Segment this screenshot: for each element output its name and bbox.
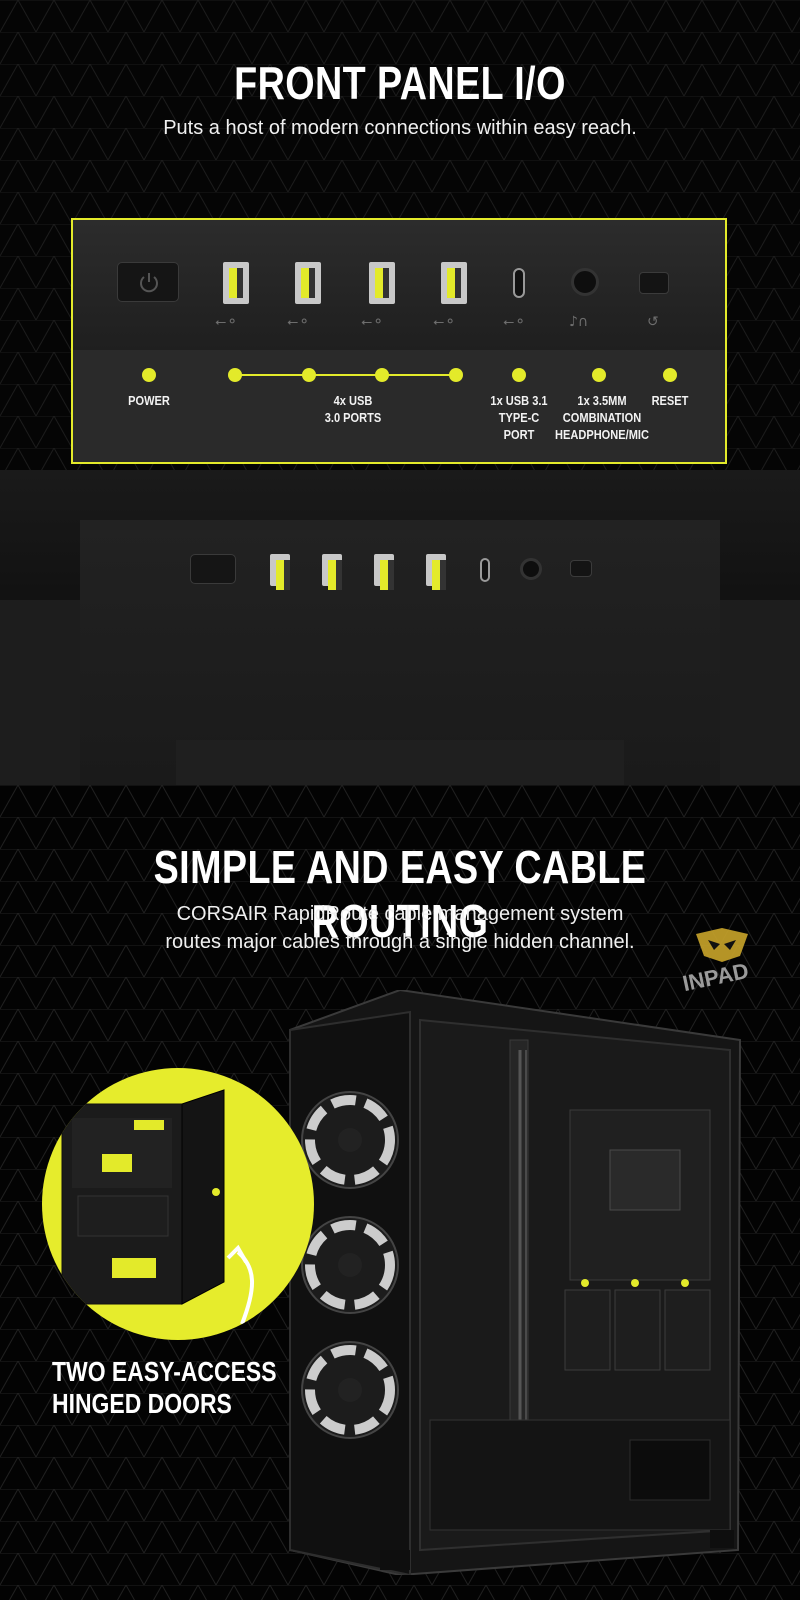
usb-marker [375,368,389,382]
hinged-doors-callout [42,1068,314,1340]
usbc-label-line2: TYPE-C [498,410,540,425]
usb-symbol-icon: ⭠⚬ [433,314,456,330]
headphone-mic-icon: ♪∩ [569,314,589,330]
usbc-marker [512,368,526,382]
power-icon [140,273,158,293]
case-usb-port [374,554,394,590]
reset-label: RESET [651,393,689,408]
case-render-graphic [289,988,742,1577]
audio-jack [571,268,599,296]
jack-label-line3: HEADPHONE/MIC [555,427,649,442]
front-io-zoom-box: ⭠⚬ ⭠⚬ ⭠⚬ ⭠⚬ ⭠⚬ ♪∩ ↺ POWER 4x USB 3.0 POR… [71,218,727,464]
jack-label: 1x 3.5MM COMBINATION HEADPHONE/MIC [552,392,652,443]
usb-symbol-icon: ⭠⚬ [361,314,384,330]
power-marker [142,368,156,382]
front-panel-section: FRONT PANEL I/O Puts a host of modern co… [0,0,800,785]
case-usb-port [322,554,342,590]
case-power-button [190,554,236,584]
io-label-row: POWER 4x USB 3.0 PORTS 1x USB 3.1 TYPE-C… [73,350,725,462]
usbc-label-line1: 1x USB 3.1 [490,393,548,408]
case-top-render [0,470,800,785]
usb-label: 4x USB 3.0 PORTS [302,392,404,426]
jack-label-line1: 1x 3.5MM [577,393,627,408]
usb-port-4 [441,262,467,304]
io-port-row: ⭠⚬ ⭠⚬ ⭠⚬ ⭠⚬ ⭠⚬ ♪∩ ↺ [73,220,725,350]
usb-port-3 [369,262,395,304]
usb-symbol-icon: ⭠⚬ [503,314,526,330]
reset-button [639,272,669,294]
inpad-logo: INPAD [678,926,768,996]
jack-label-line2: COMBINATION [562,410,642,425]
hinged-doors-graphic [61,1089,254,1325]
reset-marker [663,368,677,382]
usb-label-line2: 3.0 PORTS [324,410,382,425]
usb-label-line1: 4x USB [333,393,373,408]
reset-icon: ↺ [647,314,659,330]
usb-marker [449,368,463,382]
usb-port-1 [223,262,249,304]
cable-routing-subtitle-line1: CORSAIR RapidRoute cable management syst… [176,903,624,925]
case-usb-port [270,554,290,590]
front-panel-title: FRONT PANEL I/O [234,57,566,109]
cable-routing-title: SIMPLE AND EASY CABLE ROUTING [153,841,647,947]
hinged-doors-label-line2: HINGED DOORS [52,1388,232,1419]
case-audio-jack [520,558,542,580]
usb-port-2 [295,262,321,304]
inpad-logo-icon: INPAD [680,928,751,996]
usb-symbol-icon: ⭠⚬ [287,314,310,330]
hinged-doors-label: TWO EASY-ACCESS HINGED DOORS [52,1356,277,1420]
hinged-doors-label-line1: TWO EASY-ACCESS [52,1356,277,1387]
usb-marker [302,368,316,382]
case-render [280,988,750,1577]
usb-symbol-icon: ⭠⚬ [215,314,238,330]
usb-marker [228,368,242,382]
case-usb-port [426,554,446,590]
usbc-label: 1x USB 3.1 TYPE-C PORT [480,392,558,443]
power-button [117,262,179,302]
usb-connector-line [233,374,457,376]
case-usbc-port [480,558,490,582]
front-fans [301,1091,399,1439]
case-port-strip [190,548,610,608]
power-label: POWER [128,393,170,408]
usbc-label-line3: PORT [503,427,535,442]
cable-routing-subtitle-line2: routes major cables through a single hid… [165,931,635,953]
jack-marker [592,368,606,382]
front-panel-subtitle: Puts a host of modern connections within… [163,117,637,139]
case-reset-button [570,560,592,577]
usbc-port [513,268,525,298]
